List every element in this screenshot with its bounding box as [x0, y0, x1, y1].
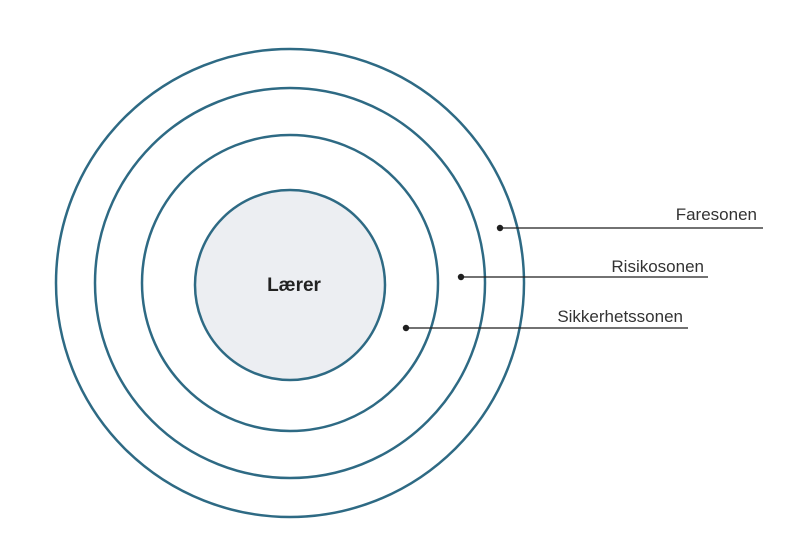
risikosonen-marker-dot	[457, 273, 465, 281]
center-label: Lærer	[267, 275, 321, 296]
center-circle	[193, 188, 387, 382]
sikkerhetssonen-marker-dot	[402, 324, 410, 332]
middle-ring-risikosonen	[93, 86, 487, 480]
outer-ring-faresonen	[54, 47, 526, 519]
faresonen-marker-dot	[496, 224, 504, 232]
faresonen-label: Faresonen	[676, 205, 757, 224]
inner-ring-sikkerhetssonen	[140, 133, 440, 433]
risikosonen-label: Risikosonen	[611, 257, 704, 276]
sikkerhetssonen-label: Sikkerhetssonen	[557, 307, 683, 326]
